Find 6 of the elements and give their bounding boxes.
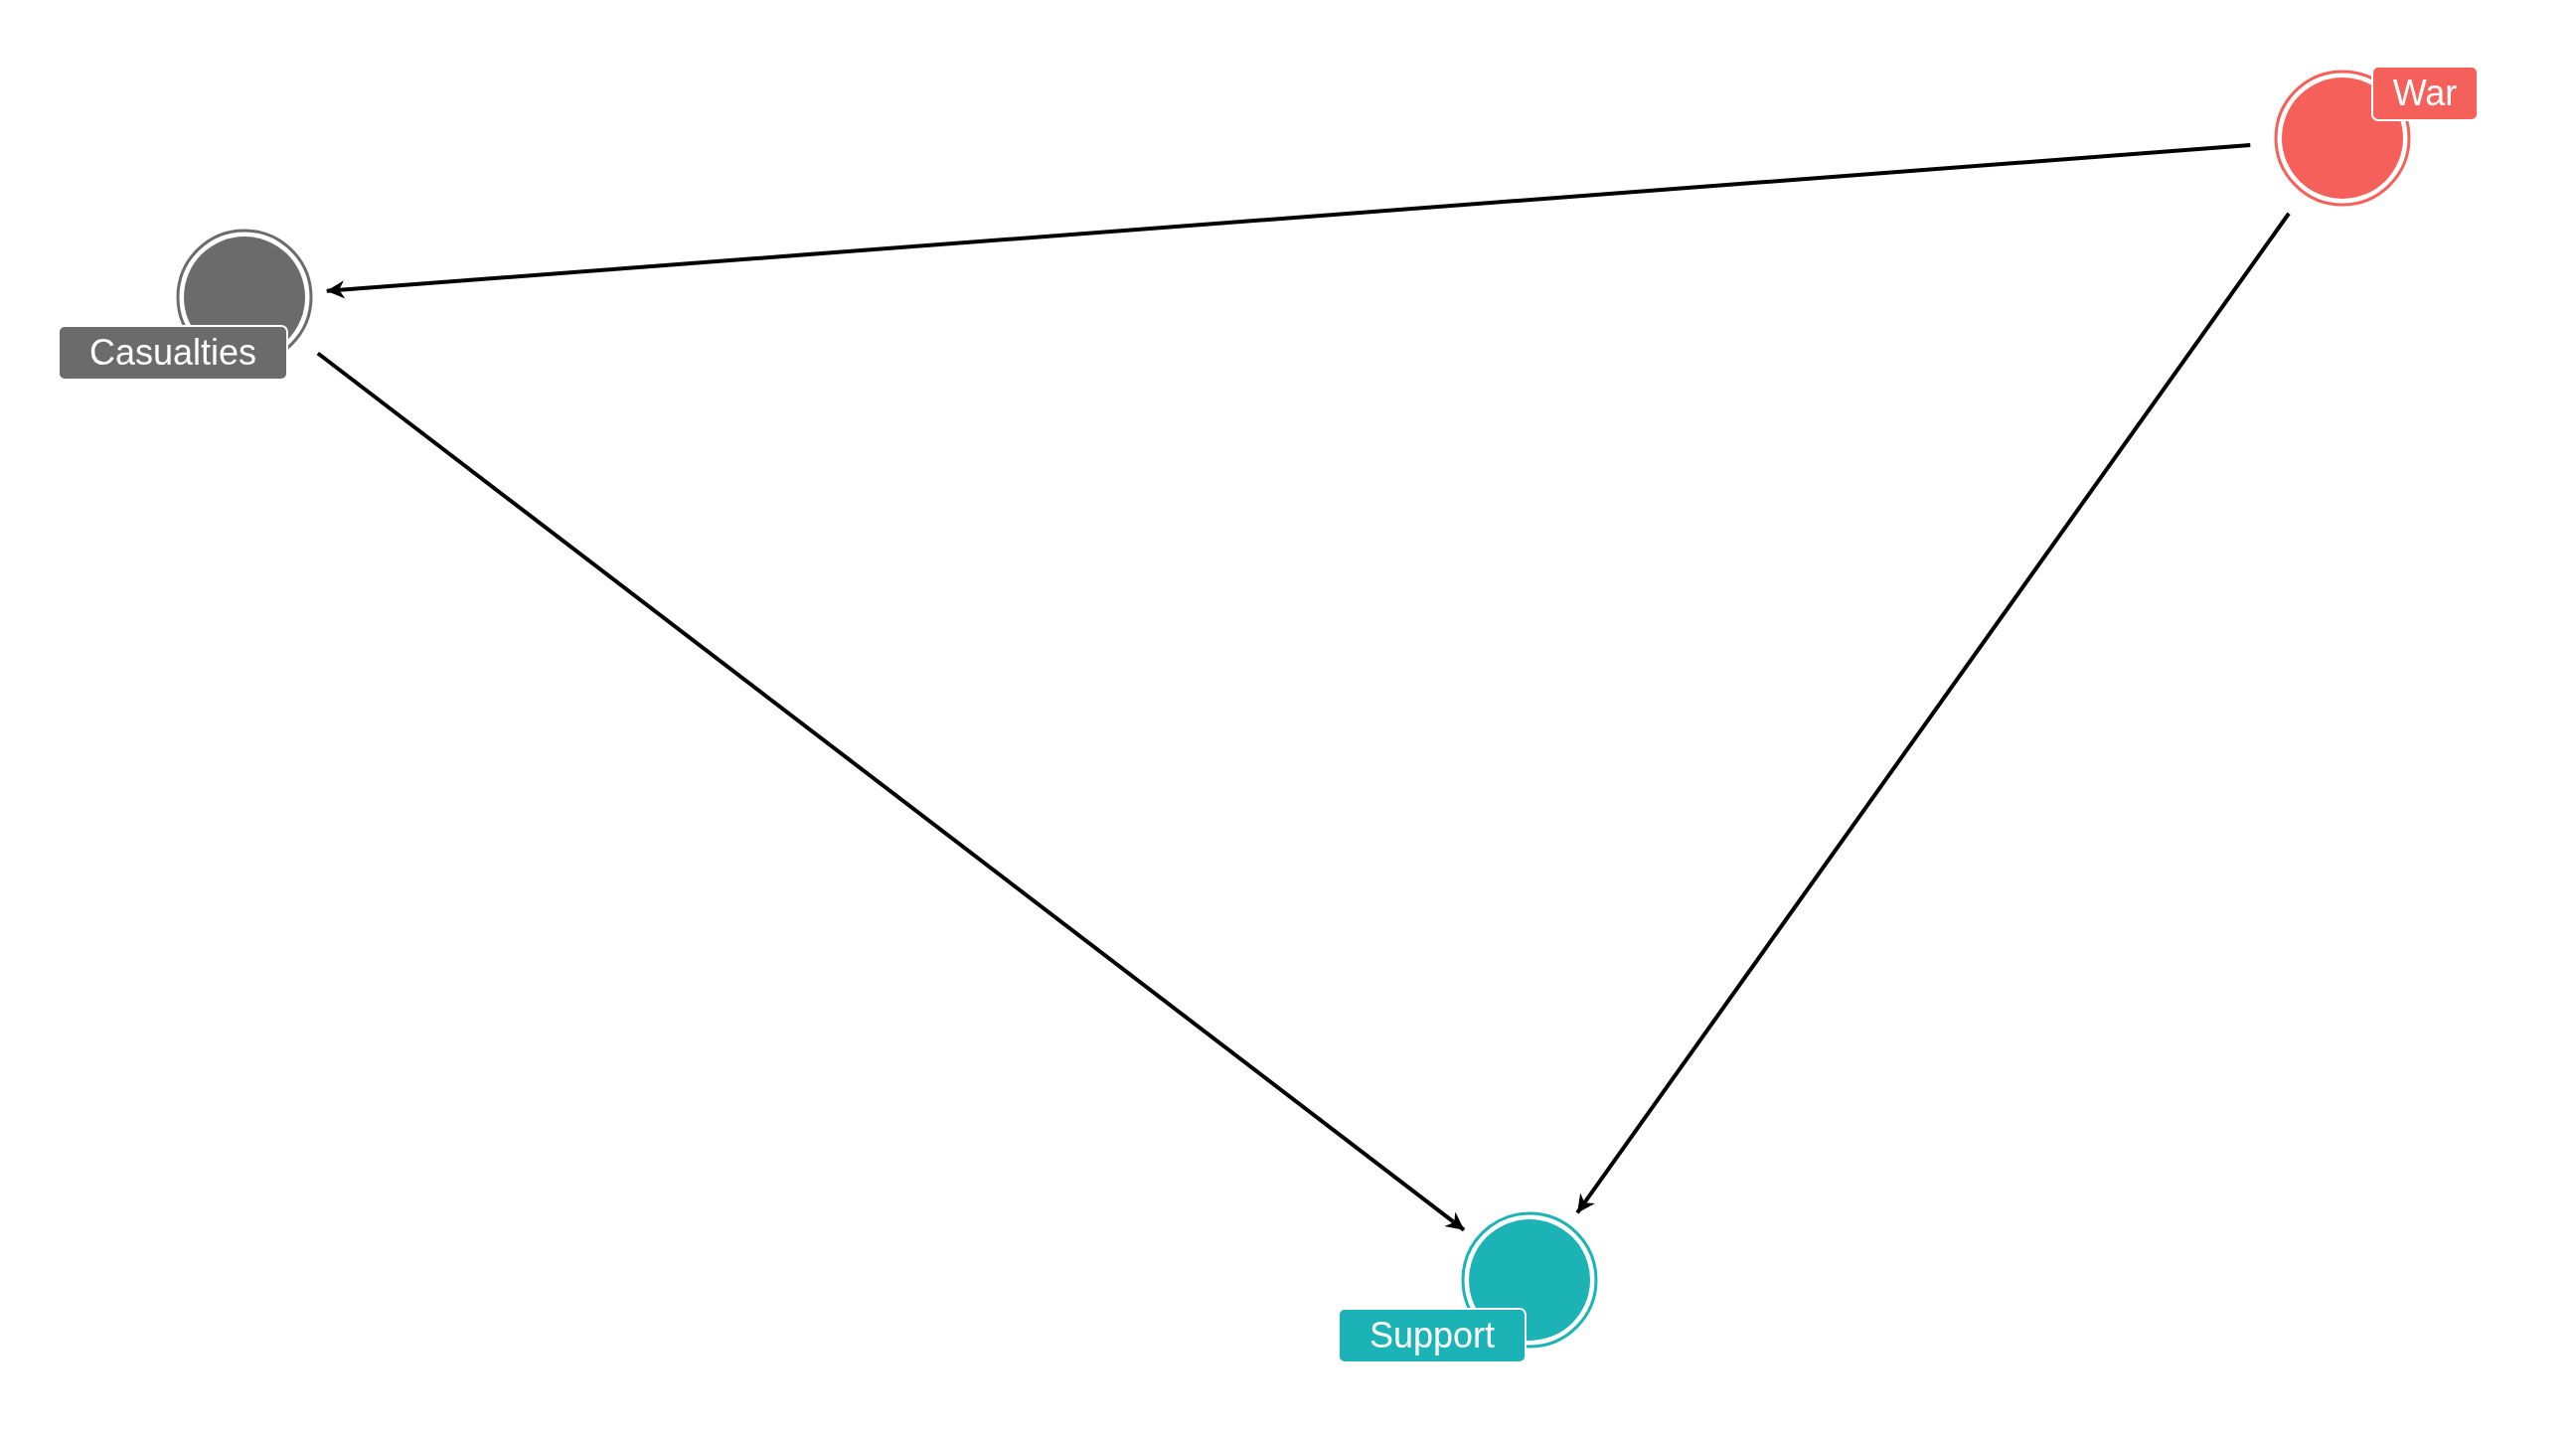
arrow (326, 143, 2251, 299)
node-label: Casualties (58, 325, 288, 381)
node-label: Support (1338, 1308, 1527, 1363)
arrow (316, 351, 1466, 1232)
arrow (1575, 212, 2291, 1214)
node-label: War (2371, 66, 2479, 121)
